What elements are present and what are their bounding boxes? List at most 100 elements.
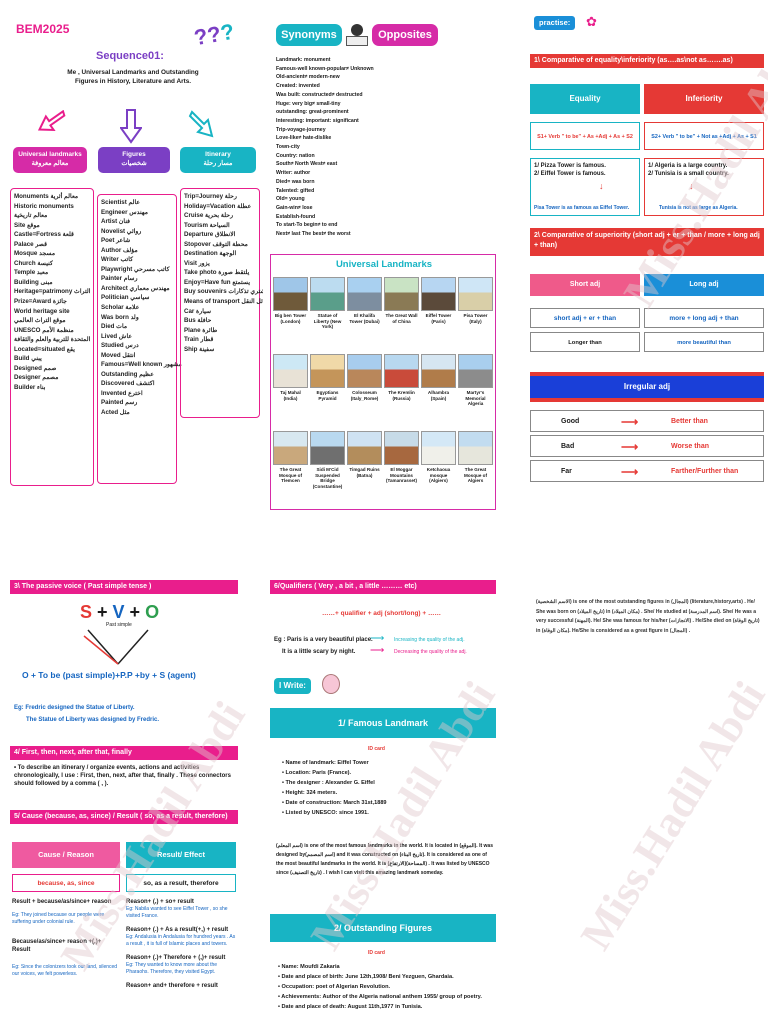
vocab-item: Located=situated يقع xyxy=(14,345,75,353)
vocab-item: معالم تاريخية xyxy=(14,212,48,220)
sequence-title: Sequence01: xyxy=(96,50,164,62)
irregular-adj-row: Far⟶Farther/Further than xyxy=(530,460,764,482)
id-card-item: • Date and place of birth: June 12th,190… xyxy=(278,974,454,980)
id-card-item: • Name of landmark: Eiffel Tower xyxy=(282,760,369,766)
vocab-item: Take photo يلتقط صورة xyxy=(184,269,250,277)
cause-header: Cause / Reason xyxy=(12,842,120,868)
landmark-image xyxy=(273,431,308,465)
equality-header: Equality xyxy=(530,84,640,114)
vocab-item: Author مؤلف xyxy=(101,246,138,254)
landmark-card: The Kremlin (Russia) xyxy=(384,354,419,401)
adj-base: Bad xyxy=(561,443,575,450)
passive-voice-title: 3\ The passive voice ( Past simple tense… xyxy=(10,580,238,594)
vocab-item: Architect مهندس معماري xyxy=(101,284,170,292)
vocab-item: Plane طائرة xyxy=(184,326,218,334)
down-arrow-red-icon: ↓ xyxy=(599,181,604,191)
synonym-pair: outstanding: great-prominent xyxy=(276,109,349,116)
past-simple-note: Past simple xyxy=(106,622,132,628)
landmark-image xyxy=(310,354,345,388)
cause-rules: Result + because/as/since+ reason Eg: Th… xyxy=(12,899,118,977)
svo-formula: S + V + O xyxy=(80,602,160,622)
synonym-pair: Town-city xyxy=(276,144,300,151)
decreasing-note: Decreasing the quality of the adj. xyxy=(394,649,467,655)
inferiority-header: Inferiority xyxy=(644,84,764,114)
vocab-item: Was born ولد xyxy=(101,313,139,321)
book-character-icon xyxy=(346,24,368,48)
landmark-card: El Khalifa Tower (Dubai) xyxy=(347,277,382,324)
vocab-item: UNESCO منظمة الأمم xyxy=(14,326,74,334)
synonyms-label: Synonyms xyxy=(276,24,342,46)
figure-paragraph: (الاسم الشخصية) is one of the most outst… xyxy=(536,599,760,634)
result-header: Result/ Effect xyxy=(126,842,236,868)
superiority-section-title: 2\ Comparative of superiority (short adj… xyxy=(530,228,764,256)
landmark-image xyxy=(458,431,493,465)
landmark-image xyxy=(310,277,345,311)
right-arrow-pink-icon: ⟶ xyxy=(370,645,385,656)
right-arrow-red-icon: ⟶ xyxy=(621,440,639,454)
irregular-adj-row: Bad⟶Worse than xyxy=(530,435,764,457)
vocab-item: Designed صمم xyxy=(14,364,57,372)
question-marks-icon: ??? xyxy=(192,18,237,51)
vocab-item: Temple معبد xyxy=(14,269,49,277)
passive-example-1: Eg: Fredric designed the Statue of Liber… xyxy=(14,705,135,711)
panel-figure-paragraph: (الاسم الشخصية) is one of the most outst… xyxy=(530,578,764,1024)
landmark-card: The Great Wall of China xyxy=(384,277,419,324)
vocab-item: Enjoy=Have fun يستمتع xyxy=(184,278,251,286)
synonym-pair: Love-like≠ hate-dislike xyxy=(276,135,332,142)
landmark-card: Timgad Ruins (Batna) xyxy=(347,431,382,478)
synonym-pair: Old-ancient≠ modern-new xyxy=(276,74,340,81)
vocab-item: Car سيارة xyxy=(184,307,212,315)
landmark-caption: The Great Wall of China xyxy=(385,313,418,324)
id-card-item: • Occupation: poet of Algerian Revolutio… xyxy=(278,984,391,990)
sequencers-title: 4/ First, then, next, after that, finall… xyxy=(10,746,238,760)
landmark-caption: Pisa Tower (Italy) xyxy=(463,313,488,324)
vocab-item: Invented اخترع xyxy=(101,389,143,397)
equality-example-box: 1/ Pizza Tower is famous. 2/ Eiffel Towe… xyxy=(530,158,640,216)
inferiority-example-box: 1/ Algeria is a large country. 2/ Tunisi… xyxy=(644,158,764,216)
synonym-pair: Created: invented xyxy=(276,83,320,90)
opposites-label: Opposites xyxy=(372,24,438,46)
landmark-caption: Timgad Ruins (Batna) xyxy=(349,467,380,478)
landmark-caption: El Moggar Mountains (Tamanrasset) xyxy=(385,467,418,483)
vocab-item: Painted رسم xyxy=(101,399,138,407)
landmark-caption: Sidi M'Cid Suspended Bridge (Constantine… xyxy=(312,467,343,489)
landmark-caption: Egyptians Pyramid xyxy=(316,390,339,401)
famous-landmark-title: 1/ Famous Landmark xyxy=(270,708,496,738)
vocab-item: Writer كاتب xyxy=(101,256,134,264)
landmark-image xyxy=(273,277,308,311)
universal-landmarks-title: Universal Landmarks xyxy=(335,259,433,270)
vocab-item: Painter رسام xyxy=(101,275,138,283)
landmark-card: Statue of Liberty (New York) xyxy=(310,277,345,330)
synonym-pair: Landmark: monument xyxy=(276,57,331,63)
landmark-card: El Moggar Mountains (Tamanrasset) xyxy=(384,431,419,484)
vocab-item: Build يبني xyxy=(14,355,42,363)
landmark-card: Alhambra (Spain) xyxy=(421,354,456,401)
passive-example-2: The Statue of Liberty was designed by Fr… xyxy=(26,717,160,723)
landmark-card: Eiffel Tower (Paris) xyxy=(421,277,456,324)
landmark-image xyxy=(458,277,493,311)
vocab-item: Site موقع xyxy=(14,221,40,229)
right-arrow-red-icon: ⟶ xyxy=(621,415,639,429)
long-adj-header: Long adj xyxy=(644,274,764,296)
vocab-item: Acted مثل xyxy=(101,409,130,417)
equality-formula: S1+ Verb " to be" + As +Adj + As + S2 xyxy=(530,122,640,150)
vocab-item: Holiday=Vacation عطلة xyxy=(184,202,252,210)
vocab-item: Famous=Well known مشهور xyxy=(101,361,182,369)
adj-base: Far xyxy=(561,468,572,475)
landmark-image xyxy=(273,354,308,388)
vocab-item: Builder بناء xyxy=(14,383,46,391)
vocab-item: Building مبنى xyxy=(14,278,53,286)
qualifier-example-2: It is a little scary by night. xyxy=(282,649,356,655)
equality-section-title: 1\ Comparative of equality\inferiority (… xyxy=(530,54,764,68)
id-card-item: • Name: Moufdi Zakaria xyxy=(278,964,340,970)
cause-result-title: 5/ Cause (because, as, since) / Result (… xyxy=(10,810,238,824)
vocab-item: Historic monuments xyxy=(14,202,74,210)
vocab-item: Heritage=patrimony التراث xyxy=(14,288,91,296)
adj-comparative: Better than xyxy=(671,418,708,425)
adj-comparative: Farther/Further than xyxy=(671,468,739,475)
id-card-item: • Height: 324 meters. xyxy=(282,790,338,796)
down-arrow-purple-icon xyxy=(120,109,142,144)
